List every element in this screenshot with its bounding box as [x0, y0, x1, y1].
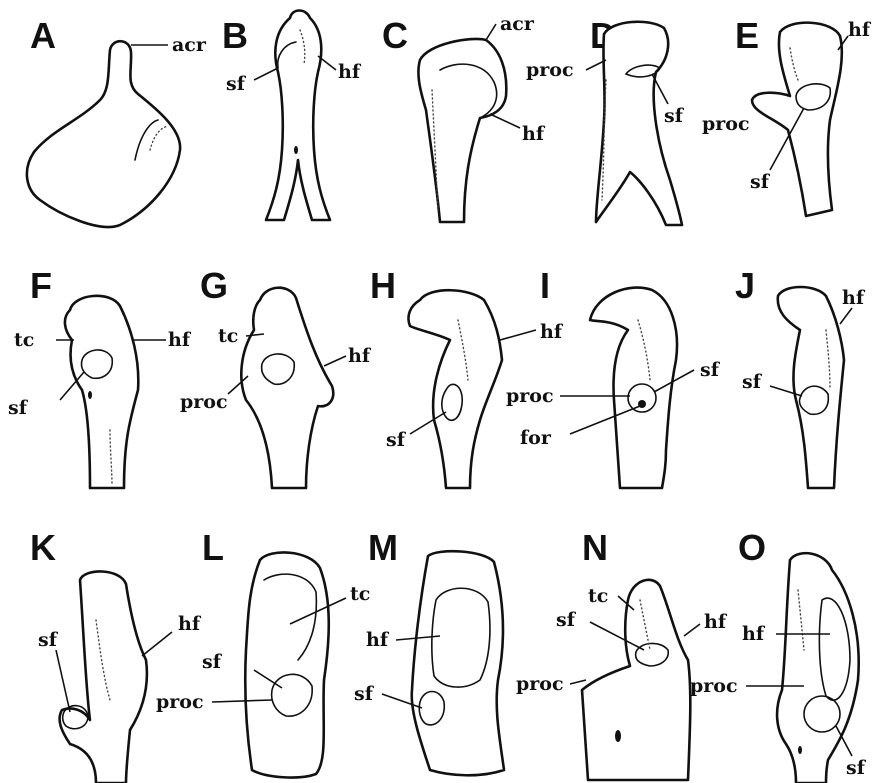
label-proc: proc [702, 113, 750, 135]
label-hf: hf [842, 287, 866, 309]
panel-j: J hf sf [735, 265, 866, 488]
label-hf: hf [540, 321, 564, 343]
label-tc: tc [350, 583, 370, 605]
panel-f: F tc hf sf [8, 265, 192, 488]
label-sf: sf [742, 371, 763, 393]
label-tc: tc [218, 325, 238, 347]
nutrient-foramen [294, 146, 298, 154]
label-tc: tc [14, 329, 34, 351]
label-sf: sf [8, 397, 29, 419]
panel-d: D proc sf [526, 15, 685, 225]
panel-letter: J [735, 265, 755, 306]
label-hf: hf [366, 629, 390, 651]
humerus-outline [60, 571, 147, 783]
humerus-outline [266, 11, 330, 221]
label-proc: proc [526, 59, 574, 81]
nutrient-foramen [88, 391, 92, 399]
panel-letter: H [370, 265, 396, 306]
panel-g: G tc hf proc [180, 265, 372, 488]
label-for: for [520, 427, 552, 449]
label-sf: sf [556, 609, 577, 631]
label-sf: sf [226, 73, 247, 95]
humerus-outline [418, 39, 506, 222]
panel-b: B sf hf [222, 11, 362, 221]
scapular-outline [412, 551, 504, 775]
label-proc: proc [516, 673, 564, 695]
label-sf: sf [750, 171, 771, 193]
label-hf: hf [704, 611, 728, 633]
label-sf: sf [354, 683, 375, 705]
label-hf: hf [742, 623, 766, 645]
panel-letter: M [368, 527, 398, 568]
scapular-outline [245, 552, 329, 777]
humerus-outline [65, 296, 138, 488]
panel-i: I sf proc for [506, 265, 721, 488]
label-proc: proc [180, 391, 228, 413]
panel-letter: F [30, 265, 52, 306]
panel-letter: N [582, 527, 608, 568]
humerus-outline [408, 290, 502, 488]
panel-letter: K [30, 527, 56, 568]
humerus-outline [777, 553, 859, 783]
nutrient-foramen [615, 730, 621, 742]
panel-letter: A [30, 15, 56, 56]
panel-l: L tc sf proc [156, 527, 370, 777]
panel-a: A acr [27, 15, 207, 227]
label-sf: sf [38, 629, 59, 651]
label-proc: proc [506, 385, 554, 407]
label-proc: proc [690, 675, 738, 697]
panel-e: E hf proc sf [702, 15, 872, 216]
label-sf: sf [664, 105, 685, 127]
label-sf: sf [846, 757, 867, 779]
panel-letter: E [735, 15, 759, 56]
humerus-outline [241, 288, 333, 488]
nutrient-foramen [798, 746, 802, 754]
panel-letter: B [222, 15, 248, 56]
panel-letter: G [200, 265, 228, 306]
panel-k: K hf sf [30, 527, 202, 783]
label-proc: proc [156, 691, 204, 713]
panel-letter: O [738, 527, 766, 568]
humerus-outline [778, 287, 844, 488]
label-sf: sf [700, 359, 721, 381]
label-hf: hf [338, 61, 362, 83]
panel-n: N tc sf hf proc [516, 527, 728, 780]
humerus-outline [582, 580, 690, 780]
panel-letter: L [202, 527, 224, 568]
panel-c: C acr hf [382, 13, 546, 222]
panel-o: O hf proc sf [690, 527, 867, 783]
panel-letter: C [382, 15, 408, 56]
label-hf: hf [168, 329, 192, 351]
panel-m: M hf sf [354, 527, 504, 775]
label-sf: sf [386, 429, 407, 451]
label-hf: hf [348, 345, 372, 367]
label-hf: hf [522, 123, 546, 145]
label-acr: acr [172, 34, 207, 56]
label-sf: sf [202, 651, 223, 673]
label-tc: tc [588, 585, 608, 607]
panel-h: H hf sf [370, 265, 564, 488]
label-hf: hf [848, 19, 872, 41]
label-hf: hf [178, 613, 202, 635]
label-acr: acr [500, 13, 535, 35]
panel-letter: I [540, 265, 550, 306]
